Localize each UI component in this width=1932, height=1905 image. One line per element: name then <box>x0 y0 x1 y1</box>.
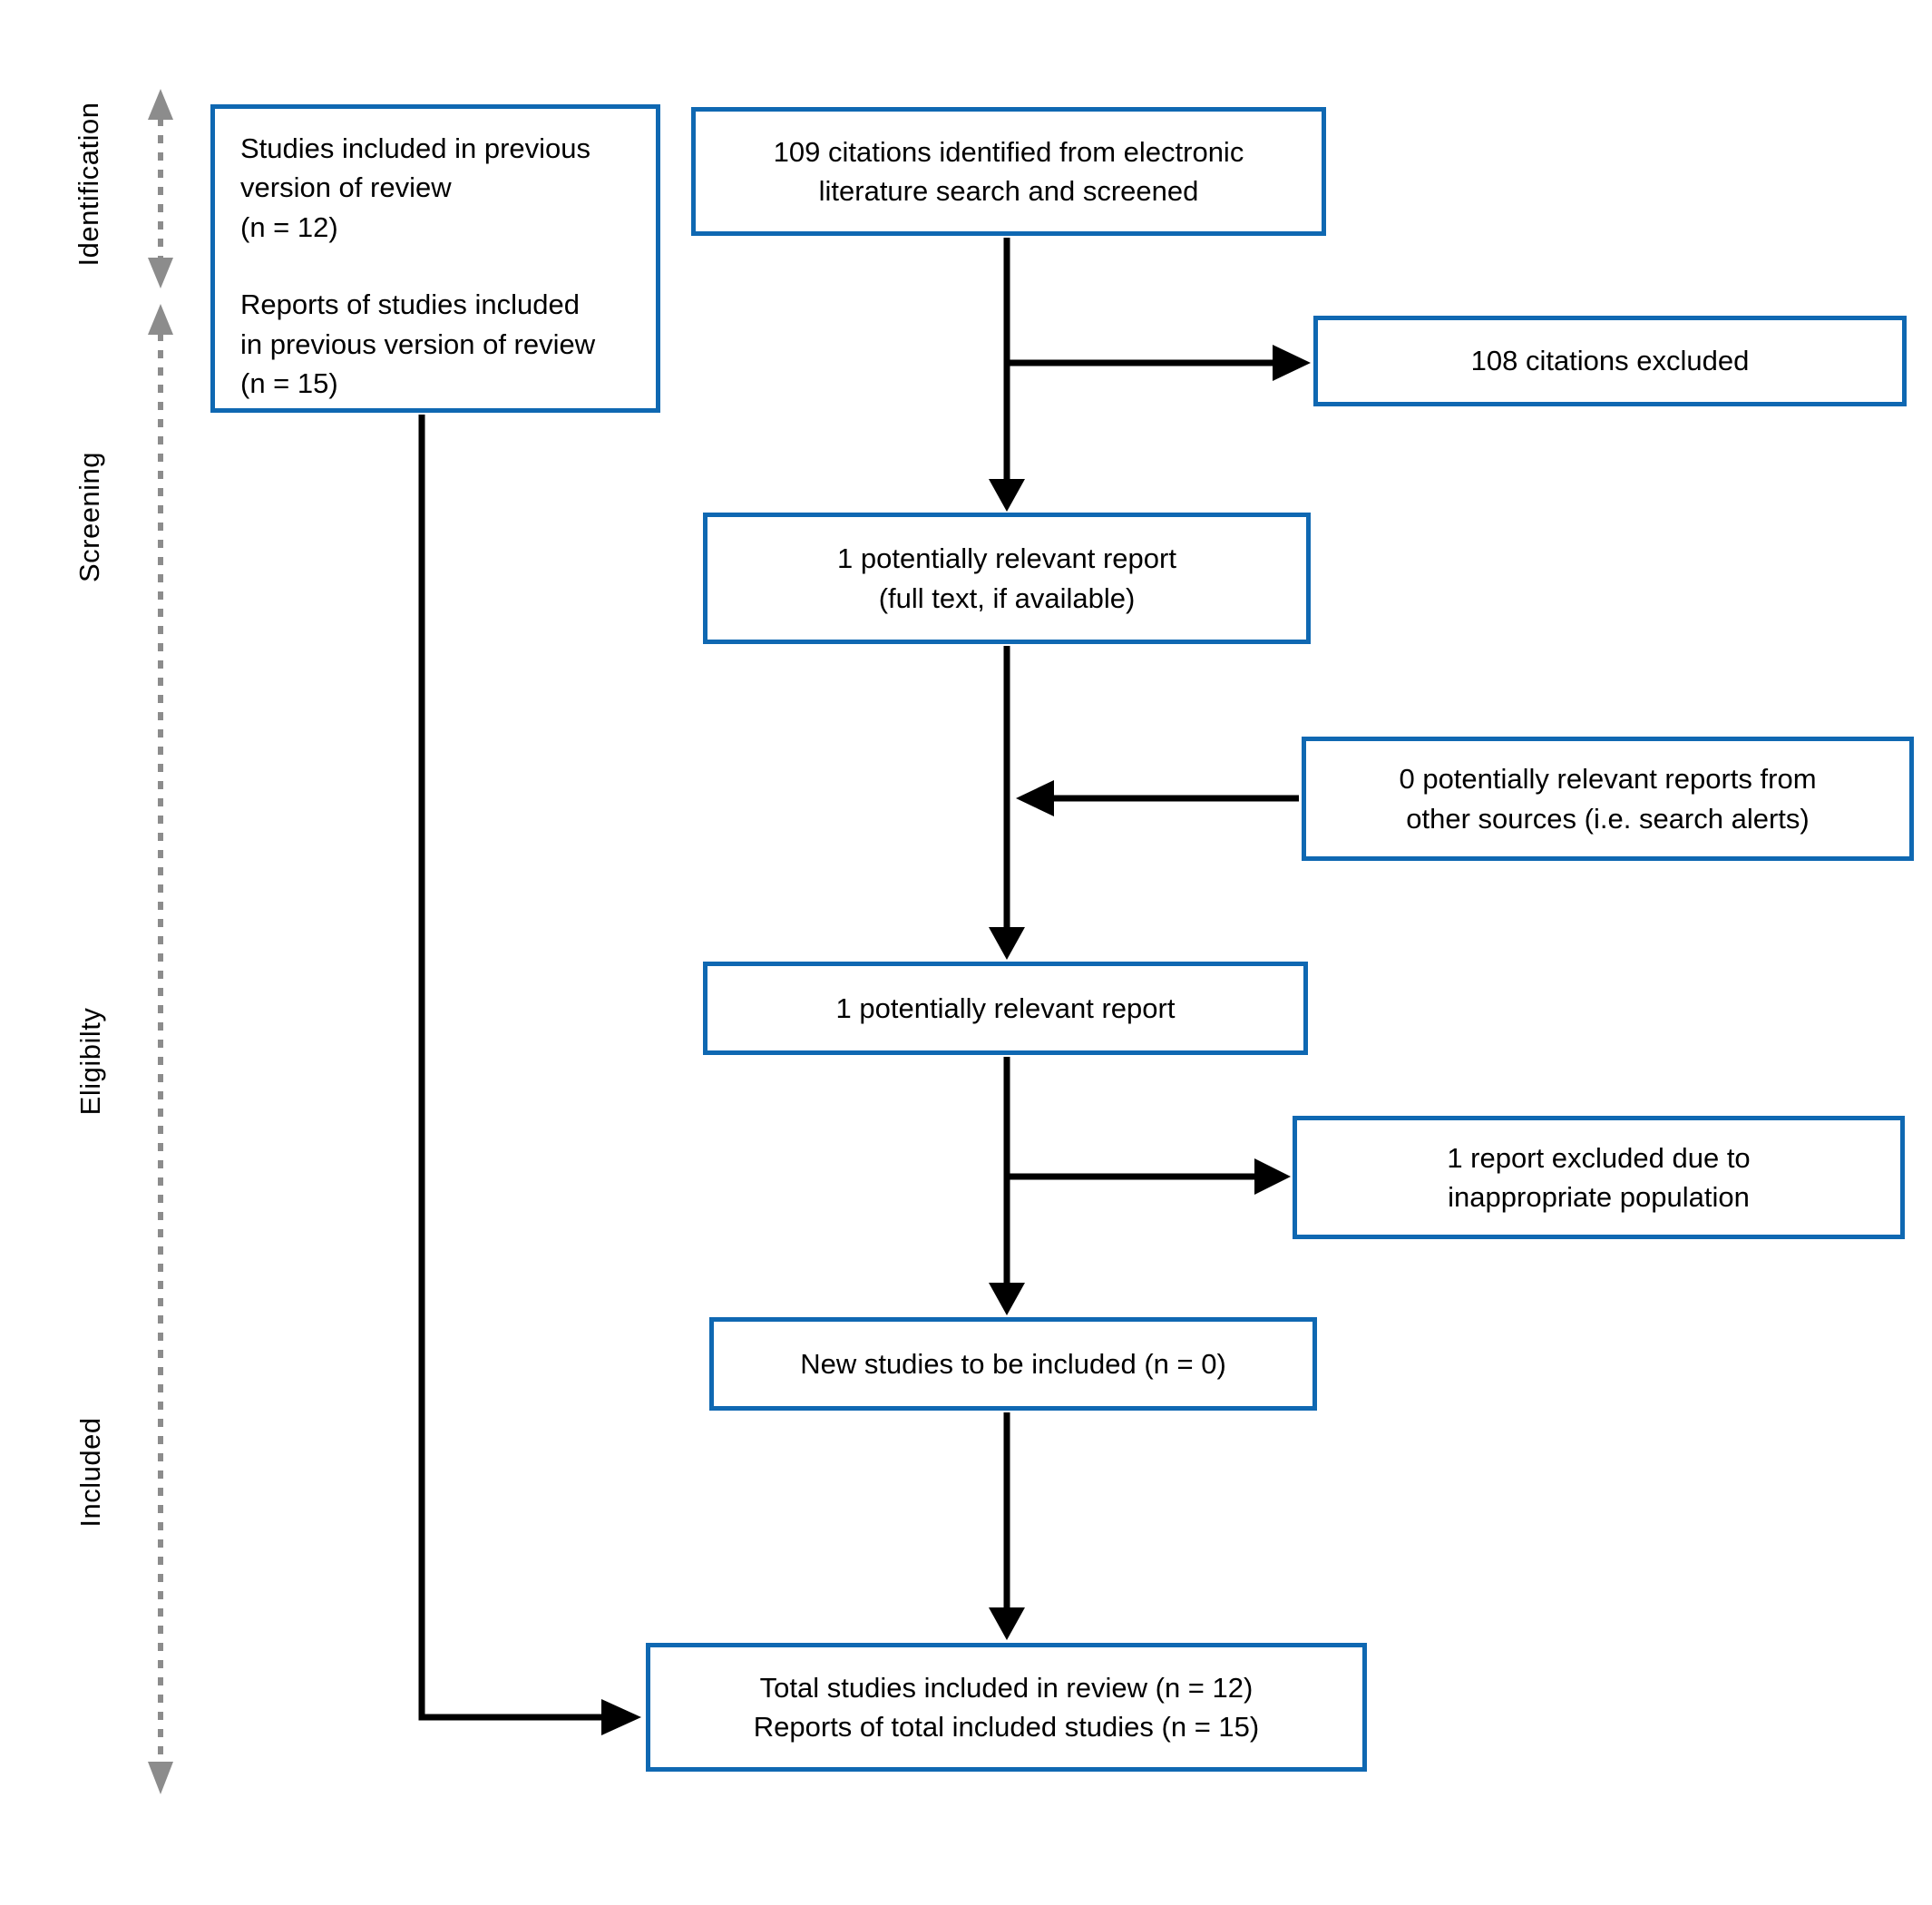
box-total-included: Total studies included in review (n = 12… <box>646 1643 1367 1772</box>
box-line: version of review <box>240 171 452 204</box>
box-line: 109 citations identified from electronic <box>773 135 1244 168</box>
box-line: 1 report excluded due to <box>1447 1141 1751 1174</box>
stage-rail-segment-identification <box>148 89 173 288</box>
box-report-excluded-population: 1 report excluded due to inappropriate p… <box>1293 1116 1905 1239</box>
arrow-down-icon <box>989 1283 1025 1315</box>
rail-arrow-down-icon <box>148 258 173 288</box>
box-line: inappropriate population <box>1448 1181 1750 1213</box>
box-potentially-relevant-report: 1 potentially relevant report <box>703 962 1308 1055</box>
box-line: 1 potentially relevant report <box>837 542 1176 575</box>
box-line: (n = 15) <box>240 366 338 399</box>
arrow-other-sources-to-flow <box>1016 780 1299 816</box>
box-line: Total studies included in review (n = 12… <box>759 1671 1254 1704</box>
rail-arrow-up-icon <box>148 89 173 120</box>
arrow-down-icon <box>989 479 1025 512</box>
box-line: other sources (i.e. search alerts) <box>1406 802 1810 835</box>
arrow-down-icon <box>989 1607 1025 1640</box>
box-line: in previous version of review <box>240 327 596 360</box>
box-line: (n = 12) <box>240 210 338 243</box>
stage-label-eligibility: Eligibilty <box>74 1007 106 1116</box>
box-new-studies-included: New studies to be included (n = 0) <box>709 1317 1317 1411</box>
rail-arrow-down-icon <box>148 1762 173 1794</box>
box-line: Reports of total included studies (n = 1… <box>753 1711 1260 1743</box>
stage-label-screening: Screening <box>73 451 105 583</box>
arrow-to-report-excluded <box>1007 1158 1291 1195</box>
box-line: Studies included in previous <box>240 132 591 164</box>
arrow-to-citations-excluded <box>1007 345 1311 381</box>
box-line: 0 potentially relevant reports from <box>1399 763 1817 796</box>
arrow-relevant-to-new-studies <box>989 1057 1025 1315</box>
arrow-right-icon <box>601 1699 641 1735</box>
box-line: literature search and screened <box>818 175 1199 207</box>
rail-arrow-up-icon <box>148 304 173 335</box>
box-citations-excluded: 108 citations excluded <box>1313 316 1907 406</box>
box-other-sources: 0 potentially relevant reports from othe… <box>1302 737 1914 861</box>
stage-label-included: Included <box>74 1417 106 1528</box>
arrow-line <box>418 415 603 1721</box>
box-line: 1 potentially relevant report <box>835 992 1176 1024</box>
box-line: Reports of studies included <box>240 288 580 321</box>
box-line: 108 citations excluded <box>1470 345 1750 377</box>
box-line: (full text, if available) <box>878 581 1136 614</box>
paragraph: Studies included in previous version of … <box>240 129 630 247</box>
box-citations-screened: 109 citations identified from electronic… <box>691 107 1326 236</box>
arrow-right-icon <box>1254 1158 1291 1195</box>
box-line: New studies to be included (n = 0) <box>800 1347 1226 1380</box>
arrow-new-studies-to-total <box>989 1412 1025 1640</box>
arrow-down-icon <box>989 927 1025 960</box>
arrow-right-icon <box>1273 345 1311 381</box>
stage-rail-segment-main <box>148 304 173 1794</box>
box-previous-studies: Studies included in previous version of … <box>210 104 660 413</box>
paragraph: Reports of studies included in previous … <box>240 285 630 403</box>
stage-label-identification: Identification <box>73 102 104 267</box>
arrow-fulltext-to-relevant <box>989 646 1025 960</box>
arrow-screened-to-fulltext <box>989 238 1025 512</box>
arrow-previous-to-total <box>418 415 641 1735</box>
arrow-left-icon <box>1016 780 1054 816</box>
box-potentially-relevant-fulltext: 1 potentially relevant report (full text… <box>703 513 1311 644</box>
